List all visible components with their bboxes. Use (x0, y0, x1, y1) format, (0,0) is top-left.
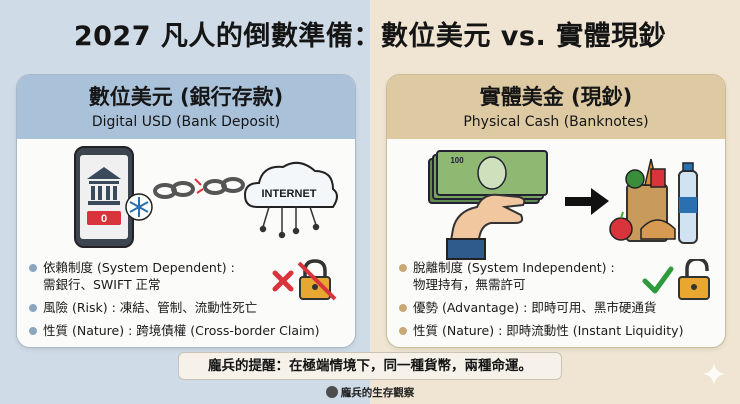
digital-usd-illustration: 0 INTERNET (74, 146, 338, 248)
locked-padlock-icon (297, 259, 337, 301)
phone-balance: 0 (101, 213, 107, 225)
left-status-mark (272, 259, 337, 301)
bullet-dot (399, 304, 407, 312)
brand-name: 龐兵的生存觀察 (340, 387, 415, 399)
phone-bank-icon: 0 (74, 146, 134, 248)
checkmark-icon (642, 266, 674, 294)
physical-cash-bullets: 脫離制度 (System Independent) : 物理持有，無需許可 優勢… (397, 259, 722, 345)
bullet-advantage: 優勢 (Advantage) : 即時可用、黑市硬通貨 (397, 299, 722, 316)
bullet-nature: 性質 (Nature) : 跨境債權 (Cross-border Claim) (27, 322, 352, 339)
snowflake-icon (125, 193, 153, 221)
cloud-internet-icon: INTERNET (243, 161, 338, 239)
brand-logo-icon (325, 386, 338, 398)
right-status-mark (642, 259, 710, 300)
digital-usd-header: 數位美元 (銀行存款) Digital USD (Bank Deposit) (17, 75, 355, 139)
reminder-banner: 龐兵的提醒：在極端情境下，同一種貨幣，兩種命運。 (178, 352, 562, 380)
bullet-system-independent: 脫離制度 (System Independent) : 物理持有，無需許可 (397, 259, 722, 293)
physical-cash-illustration: 100 (428, 150, 698, 260)
bullet-dot (29, 304, 37, 312)
page-title: 2027 凡人的倒數準備：數位美元 vs. 實體現鈔 (73, 21, 667, 52)
sparkle-icon (702, 362, 726, 386)
digital-usd-subtitle: Digital USD (Bank Deposit) (91, 114, 281, 130)
broken-chain-icon (153, 177, 245, 199)
bullet-nature: 性質 (Nature) : 即時流動性 (Instant Liquidity) (397, 322, 722, 339)
physical-cash-subtitle: Physical Cash (Banknotes) (463, 114, 649, 130)
unlocked-padlock-icon (678, 259, 710, 300)
bullet-dot (29, 264, 37, 272)
brand-footer: 龐兵的生存觀察 (0, 385, 740, 400)
physical-cash-header: 實體美金 (現鈔) Physical Cash (Banknotes) (387, 75, 725, 139)
arrow-right-icon (565, 188, 609, 215)
digital-usd-panel: 數位美元 (銀行存款) Digital USD (Bank Deposit) 0 (16, 74, 356, 348)
physical-cash-title: 實體美金 (現鈔) (479, 85, 633, 109)
digital-usd-title: 數位美元 (銀行存款) (88, 85, 284, 109)
physical-cash-panel: 實體美金 (現鈔) Physical Cash (Banknotes) 100 (386, 74, 726, 348)
bullet-risk: 風險 (Risk) : 凍結、管制、流動性死亡 (27, 299, 352, 316)
bullet-dot (399, 264, 407, 272)
red-x-icon (272, 270, 294, 292)
internet-label: INTERNET (262, 188, 317, 200)
bullet-dot (29, 327, 37, 335)
cash-hand-icon: 100 (428, 150, 548, 260)
bill-label: 100 (450, 156, 464, 165)
bullet-system-dependent: 依賴制度 (System Dependent) : 需銀行、SWIFT 正常 (27, 259, 352, 293)
groceries-icon (609, 158, 698, 244)
bullet-dot (399, 327, 407, 335)
digital-usd-bullets: 依賴制度 (System Dependent) : 需銀行、SWIFT 正常 風… (27, 259, 352, 345)
